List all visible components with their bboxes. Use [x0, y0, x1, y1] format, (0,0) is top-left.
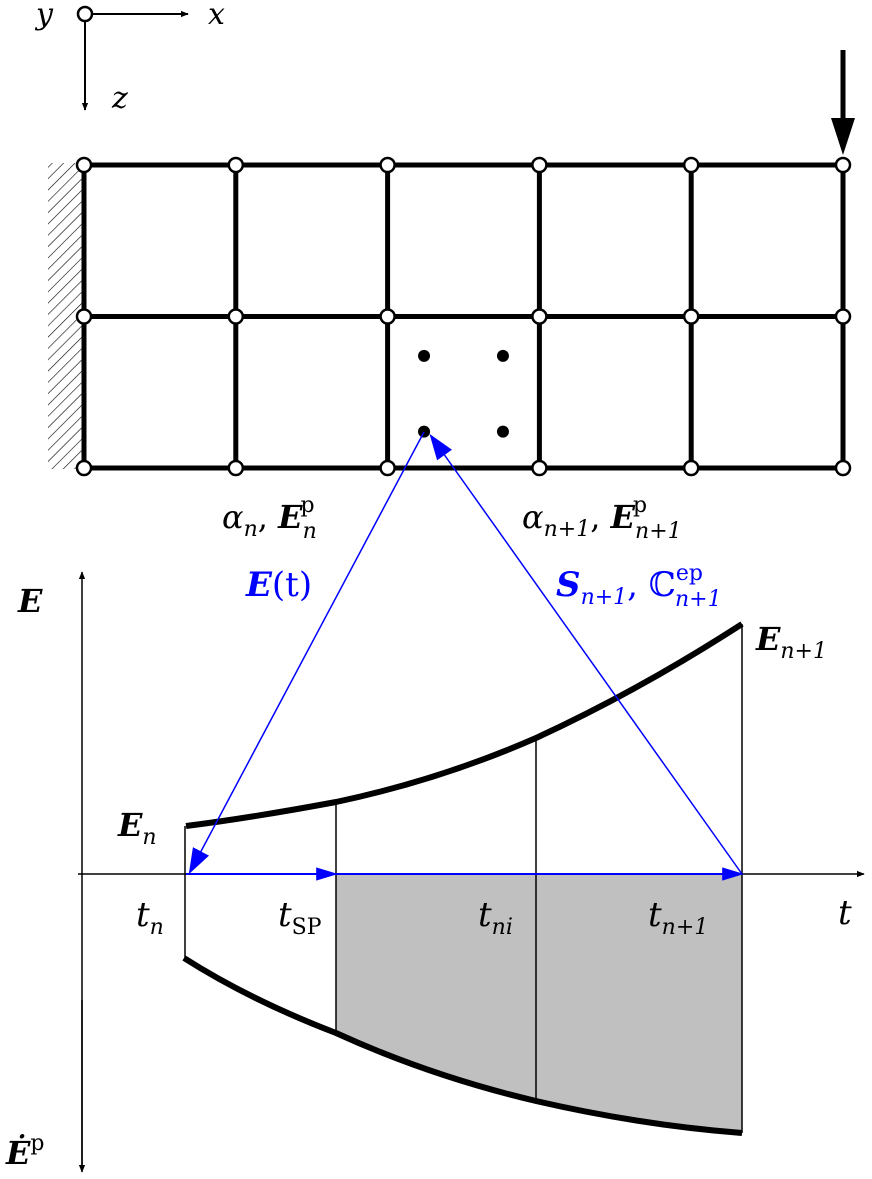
t-axis-label: t	[838, 893, 852, 933]
mesh-node	[227, 459, 245, 477]
mesh-node	[682, 459, 700, 477]
shaded-integration-region	[336, 874, 742, 1133]
mesh-node	[834, 156, 852, 174]
strain-function-label: E(t)	[245, 565, 312, 605]
mesh-node	[682, 156, 700, 174]
load-arrow	[831, 50, 855, 155]
mesh-node	[75, 459, 93, 477]
gauss-point	[418, 425, 431, 438]
mesh-node	[75, 308, 93, 325]
mesh-node	[682, 308, 700, 325]
y-axis-label: y	[34, 0, 54, 32]
x-axis-label: x	[208, 0, 225, 32]
mesh-node	[531, 156, 548, 174]
mesh-node	[379, 459, 396, 477]
mesh-node	[379, 156, 396, 174]
t-ni-label: tni	[478, 895, 513, 940]
E-axis-label: E	[17, 582, 43, 620]
stress-tangent-return-arrow	[429, 433, 743, 875]
mesh-node	[531, 459, 548, 477]
finite-element-mesh	[81, 162, 846, 471]
y-axis-out-of-plane-symbol	[76, 5, 94, 23]
mesh-node	[834, 459, 852, 477]
E-n-label: En	[117, 806, 157, 850]
t-n-label: tn	[136, 895, 164, 940]
z-axis-label: z	[111, 81, 128, 116]
mesh-node	[227, 308, 245, 325]
plastic-strain-rate-curve	[182, 955, 743, 1136]
mesh-node	[834, 308, 852, 325]
mesh-node	[531, 308, 548, 325]
mesh-node	[75, 156, 93, 174]
E-n1-label: En+1	[755, 620, 827, 664]
coordinate-system: y x z	[34, 0, 225, 116]
gauss-point	[418, 349, 431, 362]
t-n1-label: tn+1	[648, 895, 708, 940]
gauss-point	[496, 349, 509, 362]
mesh-node	[227, 156, 245, 174]
strain-curve	[185, 621, 744, 829]
mesh-nodes	[75, 156, 852, 477]
gauss-point	[496, 425, 509, 438]
Edot-axis-label: Ėp	[5, 1131, 44, 1172]
gauss-points	[418, 349, 509, 438]
strain-history-arrow	[188, 431, 425, 875]
mesh-node	[379, 308, 396, 325]
t-SP-label: tSP	[278, 895, 322, 940]
